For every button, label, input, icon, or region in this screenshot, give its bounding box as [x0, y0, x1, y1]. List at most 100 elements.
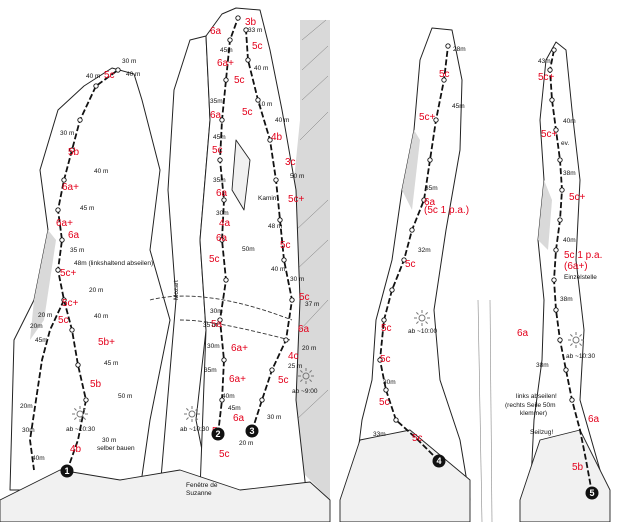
route-5-line: [549, 49, 593, 494]
pitch-length-label: Seilzug!: [530, 429, 553, 436]
belay-marker: [235, 15, 241, 21]
belay-marker: [259, 397, 265, 403]
grade-label: 6a: [517, 328, 529, 339]
pitch-length-label: 40 m: [126, 71, 140, 78]
grade-label: 6a: [216, 233, 228, 244]
belay-points: [55, 15, 575, 423]
belay-marker: [217, 157, 223, 163]
belay-marker: [55, 267, 61, 273]
route-start-badge: 5: [585, 486, 599, 500]
pitch-length-label: 20 m: [38, 312, 52, 319]
pitch-length-label: Kamin: [258, 195, 277, 202]
grade-label: 6a: [233, 413, 245, 424]
pitch-length-label: 38m: [563, 170, 576, 177]
belay-marker: [77, 117, 83, 123]
grade-label: 5c: [299, 292, 310, 303]
sun-time-label: ab ~9:00: [292, 388, 318, 395]
belay-marker: [549, 97, 555, 103]
svg-text:4: 4: [436, 456, 441, 466]
belay-marker: [557, 217, 563, 223]
pitch-length-label: 38m: [560, 296, 573, 303]
belay-marker: [55, 207, 61, 213]
pitch-length-label: 45m: [452, 103, 465, 110]
pitch-length-label: 40 m: [275, 117, 289, 124]
slim-tower-shadow: [538, 180, 552, 250]
grade-label: 5c: [252, 41, 263, 52]
belay-marker: [381, 317, 387, 323]
pitch-length-label: 30 m: [102, 437, 116, 444]
pitch-length-label: 43m: [538, 58, 551, 65]
belay-marker: [547, 67, 553, 73]
grade-label: 6a+: [62, 182, 79, 193]
grade-label: 5b: [90, 379, 102, 390]
pitch-length-label: 45 m: [104, 360, 118, 367]
main-wall-panel: [0, 7, 331, 522]
left-buttress-shadow: [30, 230, 56, 340]
route-1-line: [57, 69, 119, 472]
pitch-length-label: 33m: [373, 431, 386, 438]
pitch-length-label: 40 m: [86, 73, 100, 80]
grade-label: 5c: [234, 75, 245, 86]
pitch-length-label: 35m: [425, 185, 438, 192]
grade-label: 6a+: [231, 343, 248, 354]
sun-icon: [184, 406, 200, 422]
belay-marker: [551, 47, 557, 53]
belay-marker: [277, 217, 283, 223]
svg-text:5: 5: [589, 488, 594, 498]
belay-marker: [223, 77, 229, 83]
belay-marker: [75, 362, 81, 368]
pitch-length-label: 32m: [418, 247, 431, 254]
pitch-length-label: 40m: [32, 455, 45, 462]
route-start-badge: 1: [60, 464, 74, 478]
belay-marker: [563, 367, 569, 373]
pitch-length-label: 45m: [213, 134, 226, 141]
belay-marker: [557, 157, 563, 163]
middle-tower: [351, 27, 471, 501]
belay-marker: [553, 247, 559, 253]
route-start-badge: 3: [245, 424, 259, 438]
pitch-length-label: 33 m: [248, 27, 262, 34]
pitch-length-label: 40 m: [254, 65, 268, 72]
hatching: [295, 19, 329, 421]
grade-label: 6a: [210, 26, 222, 37]
route-2-line: [217, 17, 239, 435]
belay-marker: [393, 417, 399, 423]
middle-tower-panel: [339, 27, 493, 522]
grade-label: 5c: [439, 69, 450, 80]
grade-label: 6a: [216, 188, 228, 199]
sun-icon: [298, 368, 314, 384]
grade-label: 5c+: [541, 129, 558, 140]
pitch-length-label: 45m: [220, 47, 233, 54]
belay-marker: [377, 357, 383, 363]
right-tower-panel: [519, 41, 611, 522]
belay-marker: [389, 287, 395, 293]
grade-label: (5c 1 p.a.): [424, 205, 469, 216]
belay-marker: [401, 257, 407, 263]
pitch-length-label: 40m: [563, 237, 576, 244]
grade-label: 5c+: [538, 72, 555, 83]
pitch-length-label: 38m: [536, 362, 549, 369]
mozart-label: Mozart: [173, 280, 180, 300]
grade-label: 6a+: [217, 58, 234, 69]
pitch-length-label: 45m: [228, 405, 241, 412]
grade-label: 6a: [298, 324, 310, 335]
pitch-length-label: 40m: [222, 393, 235, 400]
grade-label: 5c: [242, 107, 253, 118]
tower-detail: [231, 139, 251, 211]
belay-marker: [83, 397, 89, 403]
grade-label: (6a+): [564, 261, 588, 272]
pitch-length-label: 40m: [563, 118, 576, 125]
grade-label: 6a: [588, 414, 600, 425]
belay-marker: [553, 127, 559, 133]
svg-text:3: 3: [249, 426, 254, 436]
pitch-length-label: 30 m: [122, 58, 136, 65]
pitch-length-label: 50 m: [290, 173, 304, 180]
route-start-badge: 4: [432, 454, 446, 468]
pitch-length-label: 30m: [210, 308, 223, 315]
belay-marker: [227, 37, 233, 43]
grade-label: 5c: [380, 354, 391, 365]
